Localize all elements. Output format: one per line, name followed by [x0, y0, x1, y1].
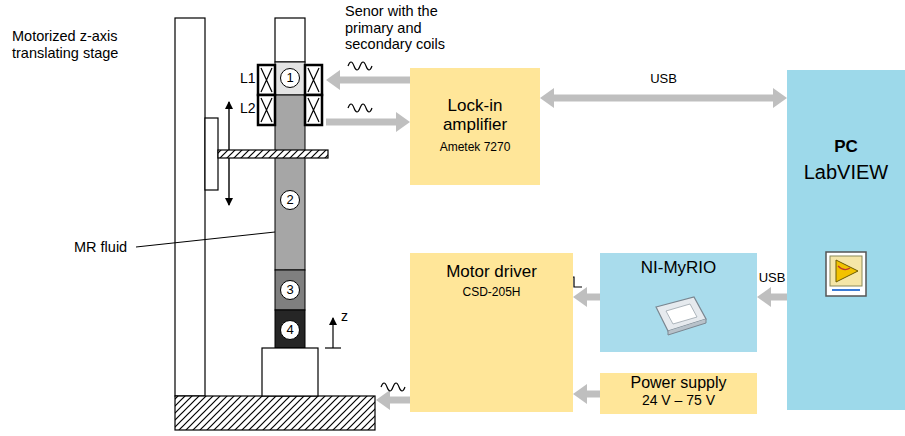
- callout-circle: 4: [280, 320, 300, 340]
- region-3: [275, 270, 305, 310]
- coil-l1-left: [258, 65, 275, 95]
- coil-l2-left: [258, 95, 275, 125]
- sine-symbol: [348, 104, 372, 112]
- box-title: Motor driver: [446, 263, 537, 282]
- stage-rail: [175, 18, 205, 396]
- labview-icon: [824, 250, 868, 298]
- sine-symbol: [381, 383, 405, 391]
- edge-label: USB: [648, 72, 679, 86]
- coil-l2-right: [305, 95, 322, 125]
- callout-number: 4: [286, 323, 293, 337]
- box-title: Lock-in amplifier: [416, 97, 534, 134]
- callout-number: 1: [286, 71, 293, 85]
- signal-arrow: [326, 119, 396, 126]
- process-box: PC LabVIEW: [787, 70, 905, 410]
- callout-circle: 1: [280, 68, 300, 88]
- part-label: MR fluid: [74, 239, 144, 256]
- leader-line: [136, 232, 275, 247]
- box-title: NI-MyRIO: [641, 259, 717, 278]
- region-1: [275, 62, 305, 95]
- mount-plate: [218, 150, 328, 158]
- part-label: Senor with the primary and secondary coi…: [345, 3, 463, 53]
- excitation-arrow: [340, 77, 410, 84]
- tube-top: [275, 18, 305, 62]
- coil-label: L2: [240, 100, 258, 116]
- motor-drive-arrow: [390, 397, 410, 404]
- callout-circle: 3: [280, 280, 300, 300]
- box-title: PC: [834, 138, 858, 157]
- edge-label: USB: [757, 271, 788, 285]
- box-title: Power supply: [630, 374, 726, 392]
- stage-carriage: [205, 118, 218, 190]
- axis-label: z: [341, 308, 355, 324]
- callout-number: 3: [286, 283, 293, 297]
- region-2: [275, 95, 305, 270]
- z-origin-tick: [325, 347, 341, 348]
- z-axis-arrow: [332, 318, 333, 348]
- box-subtitle: 24 V – 75 V: [642, 393, 715, 408]
- block-arrow: [554, 95, 773, 102]
- block-arrow: [771, 294, 787, 301]
- sine-symbol: [348, 62, 372, 70]
- process-box: Lock-in amplifierAmetek 7270: [410, 68, 540, 185]
- coils: [258, 65, 322, 125]
- device-icon: [650, 293, 710, 337]
- block-arrow: [587, 391, 600, 398]
- block-arrow: [587, 294, 600, 301]
- coil-l1-right: [305, 65, 322, 95]
- part-label: Motorized z-axis translating stage: [12, 28, 142, 61]
- box-subtitle: LabVIEW: [804, 161, 888, 183]
- coil-label: L1: [240, 70, 258, 86]
- ground-base: [175, 396, 375, 430]
- callout-circle: 2: [280, 190, 300, 210]
- region-4: [275, 310, 305, 348]
- process-box: Power supply24 V – 75 V: [600, 373, 757, 414]
- box-subtitle: CSD-205H: [462, 286, 520, 299]
- process-box: Motor driverCSD-205H: [410, 253, 573, 412]
- column-base: [262, 348, 318, 396]
- box-subtitle: Ametek 7270: [440, 141, 511, 154]
- callout-number: 2: [286, 193, 293, 207]
- process-box: NI-MyRIO: [600, 253, 757, 352]
